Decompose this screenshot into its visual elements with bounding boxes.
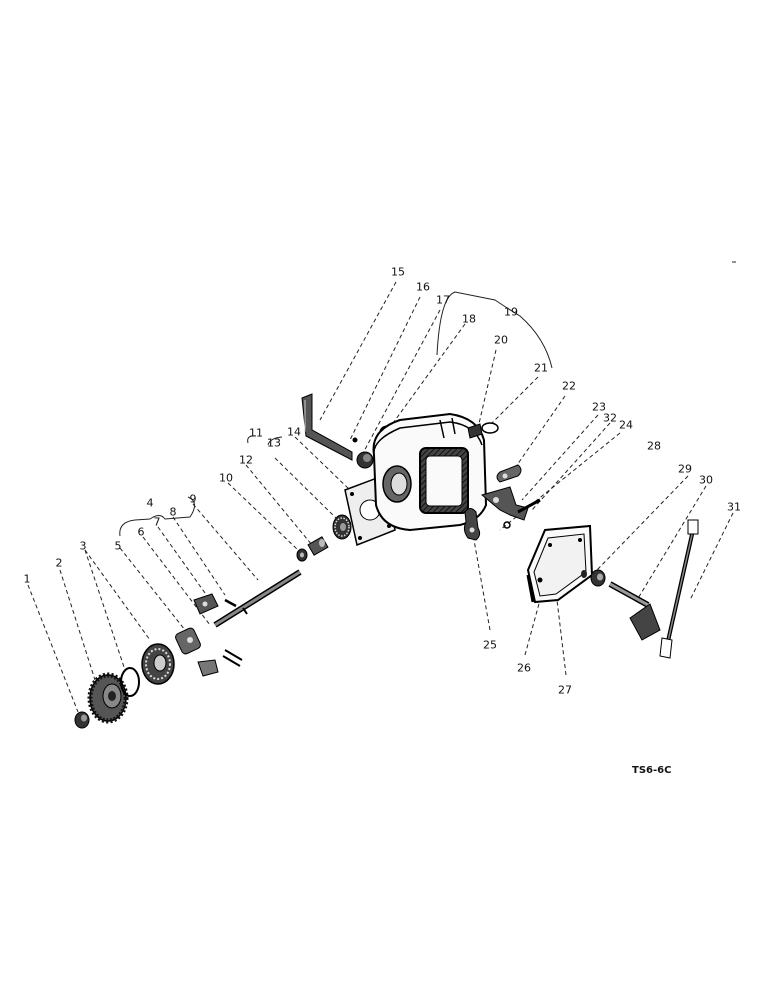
part-30-shaft-lever (608, 581, 661, 641)
part-label: 30 (699, 473, 713, 487)
part-26-27-cover (526, 524, 594, 604)
part-15-lever (301, 393, 353, 461)
part-label: 26 (517, 661, 531, 675)
part-label: 20 (494, 333, 508, 347)
part-23-lever-arm (480, 486, 529, 521)
part-17-plug (356, 451, 374, 469)
part-6-pin (222, 649, 243, 667)
part-label: 28 (647, 439, 661, 453)
part-label: 19 (504, 305, 518, 319)
part-label: 16 (416, 280, 430, 294)
part-5-governor-weight (175, 627, 219, 677)
part-label: 12 (239, 453, 253, 467)
part-label: 4 (146, 496, 154, 510)
part-31-rod (659, 519, 699, 659)
part-label: 23 (592, 400, 606, 414)
part-label: 3 (79, 539, 87, 553)
part-label: 25 (483, 638, 497, 652)
part-3-bearing (141, 643, 175, 685)
part-3-snap-ring (120, 667, 140, 697)
part-label: 29 (678, 462, 692, 476)
part-12-fitting (307, 536, 329, 556)
part-label: 18 (462, 312, 476, 326)
part-2-gear (87, 672, 129, 724)
part-13-bearing (332, 514, 352, 540)
part-label: 32 (603, 411, 617, 425)
part-label: 14 (287, 425, 301, 439)
part-10-washer (296, 548, 308, 562)
part-label: 1 (23, 572, 31, 586)
part-label: 17 (436, 293, 450, 307)
drawing-code: TS6-6C (632, 765, 672, 776)
part-label: 24 (619, 418, 633, 432)
part-8-pin (224, 598, 237, 608)
part-21-pin (481, 422, 499, 434)
part-22-lever (496, 464, 522, 483)
part-label: 31 (727, 500, 741, 514)
part-16-pin (352, 437, 358, 443)
group-brackets (119, 261, 736, 537)
part-label: 9 (189, 492, 197, 506)
part-label: 5 (114, 539, 122, 553)
part-20-plug (467, 423, 483, 439)
part-25-link (463, 508, 481, 541)
part-label: 7 (153, 515, 161, 529)
part-label: 2 (55, 556, 63, 570)
part-label: 21 (534, 361, 548, 375)
part-7-weight (193, 593, 219, 615)
part-label: 8 (169, 505, 177, 519)
part-19-housing (372, 412, 488, 532)
part-32-bolt (517, 498, 541, 514)
part-28-29-seal-washer (581, 569, 606, 587)
part-label: 27 (558, 683, 572, 697)
part-label: 6 (137, 525, 145, 539)
part-label: 10 (219, 471, 233, 485)
part-label: 22 (562, 379, 576, 393)
part-label: 11 (249, 426, 263, 440)
part-24-pin (503, 521, 511, 529)
part-label: 13 (267, 436, 281, 450)
part-label: 15 (391, 265, 405, 279)
part-9-shaft (213, 569, 302, 628)
part-1-nut (74, 711, 90, 729)
